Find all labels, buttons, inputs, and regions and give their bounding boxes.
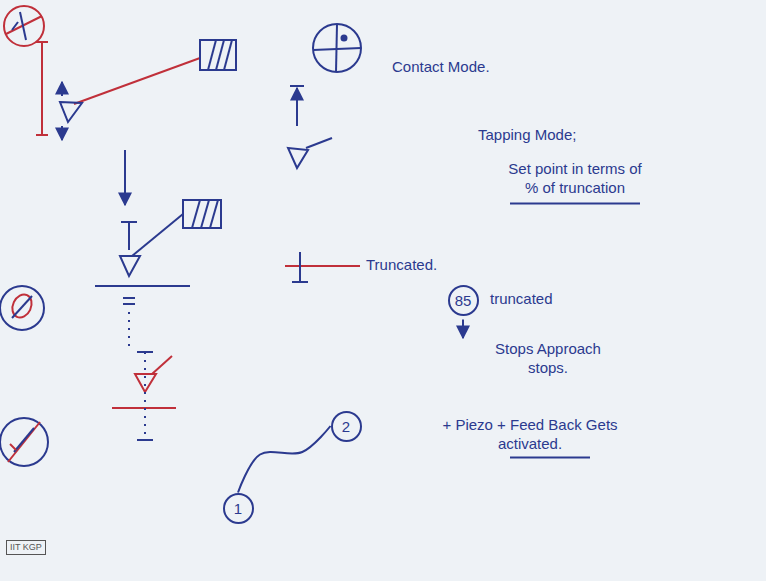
label-text: Contact Mode.: [392, 58, 490, 75]
mode-symbol: [0, 286, 44, 330]
circled-number: 1: [223, 493, 254, 524]
cantilever-free: [60, 40, 236, 140]
circled-number: 85: [448, 285, 479, 316]
label-text: Set point in terms of % of truncation: [508, 160, 641, 196]
note-text: + Piezo + Feed Back Gets activated.: [440, 416, 620, 454]
cantilever-near-surface: [95, 200, 221, 350]
mode-symbol: [0, 418, 48, 466]
label-text: Stops Approach stops.: [495, 340, 601, 376]
flow-arrow: [462, 320, 464, 339]
mode-symbol: [4, 6, 44, 46]
wave-curve: [238, 426, 331, 493]
mode-heading: Tapping Mode;: [478, 126, 576, 145]
truncation-sketch: [285, 86, 360, 282]
truncated-tip: [112, 352, 176, 440]
contact-symbol: [313, 24, 361, 72]
amplitude-bracket: [36, 42, 48, 135]
node-text: 1: [234, 500, 242, 517]
label-text: IIT KGP: [10, 542, 42, 552]
circled-number: 2: [331, 411, 362, 442]
underline: [510, 457, 590, 459]
note-text: Set point in terms of % of truncation: [500, 160, 650, 198]
figure-label: Truncated.: [366, 256, 437, 275]
watermark: IIT KGP: [6, 540, 46, 555]
approach-arrow: [124, 150, 126, 205]
label-text: + Piezo + Feed Back Gets activated.: [442, 416, 617, 452]
label-text: Truncated.: [366, 256, 437, 273]
label-text: Tapping Mode;: [478, 126, 576, 143]
node-text: 85: [455, 292, 472, 309]
mode-heading: Contact Mode.: [392, 58, 490, 77]
label-text: truncated: [490, 290, 553, 307]
note-text: truncated: [490, 290, 553, 309]
note-text: Stops Approach stops.: [488, 340, 608, 378]
node-text: 2: [342, 418, 350, 435]
underline: [510, 203, 640, 205]
